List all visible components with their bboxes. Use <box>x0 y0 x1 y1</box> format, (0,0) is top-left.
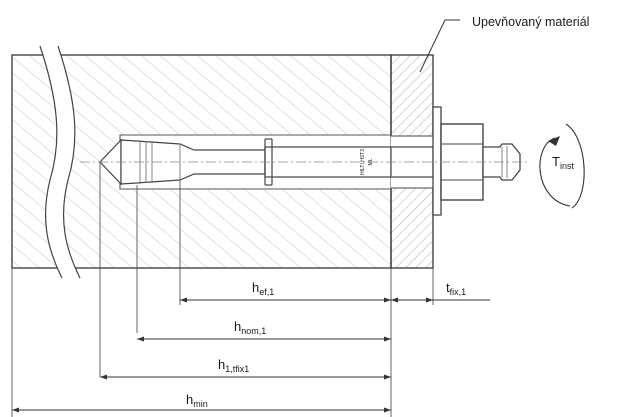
fixture-label: Upevňovaný materiál <box>472 15 589 29</box>
extension-lines <box>11 162 434 417</box>
dim-label-h-nom: hnom,1 <box>234 319 266 336</box>
torque-label: Tinst <box>552 154 574 171</box>
anchor-marking-line2: ML <box>368 158 374 165</box>
callout-leader <box>419 19 460 73</box>
dim-label-h-ef: hef,1 <box>252 280 274 297</box>
dim-label-t-fix: tfix,1 <box>446 280 466 297</box>
torque-arrow-icon <box>539 123 585 209</box>
dim-label-h-1: h1,tfix1 <box>218 357 249 374</box>
dim-label-h-min: hmin <box>186 392 208 409</box>
anchor-marking-line1: HILTI HST3 <box>360 149 366 175</box>
